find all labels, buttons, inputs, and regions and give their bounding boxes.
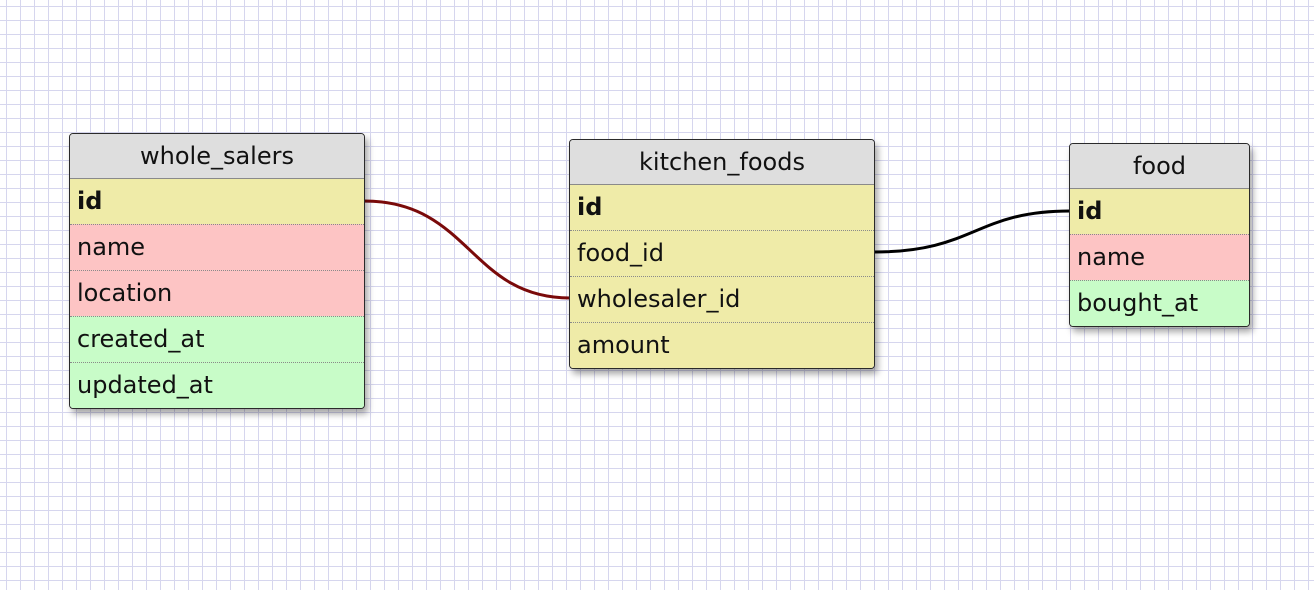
relation-food-connector: [873, 209, 1071, 254]
field-bought-at[interactable]: bought_at: [1070, 280, 1249, 326]
field-created-at[interactable]: created_at: [70, 316, 364, 362]
relation-wholesaler-connector: [363, 199, 571, 300]
field-name[interactable]: name: [70, 224, 364, 270]
field-id[interactable]: id: [570, 185, 874, 230]
field-food-id[interactable]: food_id: [570, 230, 874, 276]
table-food[interactable]: food id name bought_at: [1069, 143, 1250, 327]
field-id[interactable]: id: [70, 179, 364, 224]
table-kitchen-foods[interactable]: kitchen_foods id food_id wholesaler_id a…: [569, 139, 875, 369]
table-title[interactable]: whole_salers: [70, 134, 364, 179]
field-id[interactable]: id: [1070, 189, 1249, 234]
table-title[interactable]: food: [1070, 144, 1249, 189]
table-whole-salers[interactable]: whole_salers id name location created_at…: [69, 133, 365, 409]
field-wholesaler-id[interactable]: wholesaler_id: [570, 276, 874, 322]
field-location[interactable]: location: [70, 270, 364, 316]
table-title[interactable]: kitchen_foods: [570, 140, 874, 185]
field-amount[interactable]: amount: [570, 322, 874, 368]
field-updated-at[interactable]: updated_at: [70, 362, 364, 408]
field-name[interactable]: name: [1070, 234, 1249, 280]
